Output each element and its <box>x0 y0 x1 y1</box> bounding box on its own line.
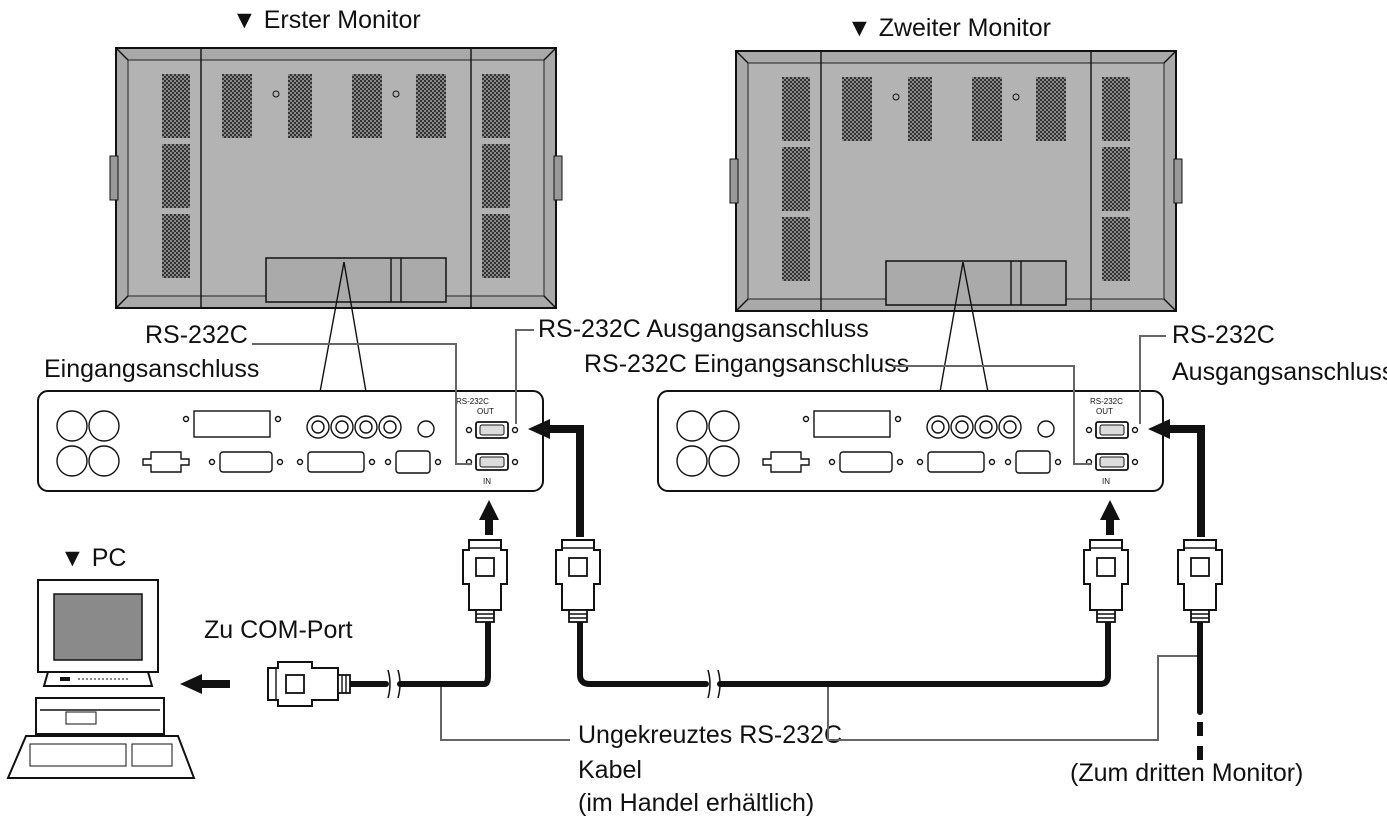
connector-second-out <box>1177 539 1223 623</box>
first-in-port-label: IN <box>483 477 491 486</box>
pc-illustration <box>6 579 196 779</box>
arrow-second-out-line <box>1168 425 1205 537</box>
first-out-port-label: OUT <box>477 407 494 416</box>
leader-cable-2a <box>827 682 885 741</box>
cable-break-2 <box>707 669 721 699</box>
com-port-label: Zu COM-Port <box>204 616 353 644</box>
connector-first-in <box>462 539 508 623</box>
second-io-panel <box>657 390 1164 492</box>
second-monitor-title: ▼ Zweiter Monitor <box>847 14 1051 42</box>
pc-title: ▼ PC <box>60 544 126 572</box>
cable-label-line1: Ungekreuztes RS-232C <box>578 721 842 749</box>
leader-cable-1 <box>440 682 570 741</box>
first-io-panel <box>37 390 544 492</box>
rs232c-out-second-line2: Ausgangsanschluss <box>1172 358 1387 386</box>
arrow-first-out-head <box>528 419 550 439</box>
second-in-port-label: IN <box>1102 477 1110 486</box>
rs232c-in-second-label: RS-232C Eingangsanschluss <box>584 350 909 378</box>
leader-rs232c-in-first <box>252 343 472 465</box>
arrow-second-out-head <box>1148 419 1170 439</box>
connector-first-out <box>555 539 601 623</box>
rs232c-out-second-line1: RS-232C <box>1172 321 1275 349</box>
zoom-lines-second <box>939 261 989 393</box>
cable-label-line2: Kabel <box>578 756 642 784</box>
leader-rs232c-out-first <box>515 329 534 424</box>
leader-cable-2b <box>885 655 1198 741</box>
cable-first-to-second <box>577 605 1111 687</box>
arrow-up-second-in-head <box>1100 500 1120 520</box>
arrow-up-first-in-head <box>479 500 499 520</box>
first-monitor-title: ▼ Erster Monitor <box>232 6 421 34</box>
connector-pc <box>267 661 351 707</box>
cable-label-line3: (im Handel erhältlich) <box>578 789 814 817</box>
zoom-lines-first <box>319 261 367 393</box>
rs232c-in-label-line1: RS-232C <box>145 321 248 349</box>
third-monitor-label: (Zum dritten Monitor) <box>1070 759 1303 787</box>
first-monitor-back <box>109 47 563 309</box>
leader-rs232c-out-second <box>1139 335 1166 424</box>
leader-rs232c-in-second <box>893 365 1092 465</box>
first-rs232c-port-label: RS-232C <box>456 397 489 406</box>
second-rs232c-port-label: RS-232C <box>1090 397 1123 406</box>
second-out-port-label: OUT <box>1096 407 1113 416</box>
arrow-to-pc-head <box>180 674 202 694</box>
connector-second-in <box>1083 539 1129 623</box>
arrow-first-out-line <box>548 425 584 537</box>
rs232c-in-label-line2: Eingangsanschluss <box>44 355 259 383</box>
cable-break-1 <box>387 669 401 699</box>
second-monitor-back <box>729 50 1183 312</box>
rs232c-out-first-label: RS-232C Ausgangsanschluss <box>538 315 869 343</box>
